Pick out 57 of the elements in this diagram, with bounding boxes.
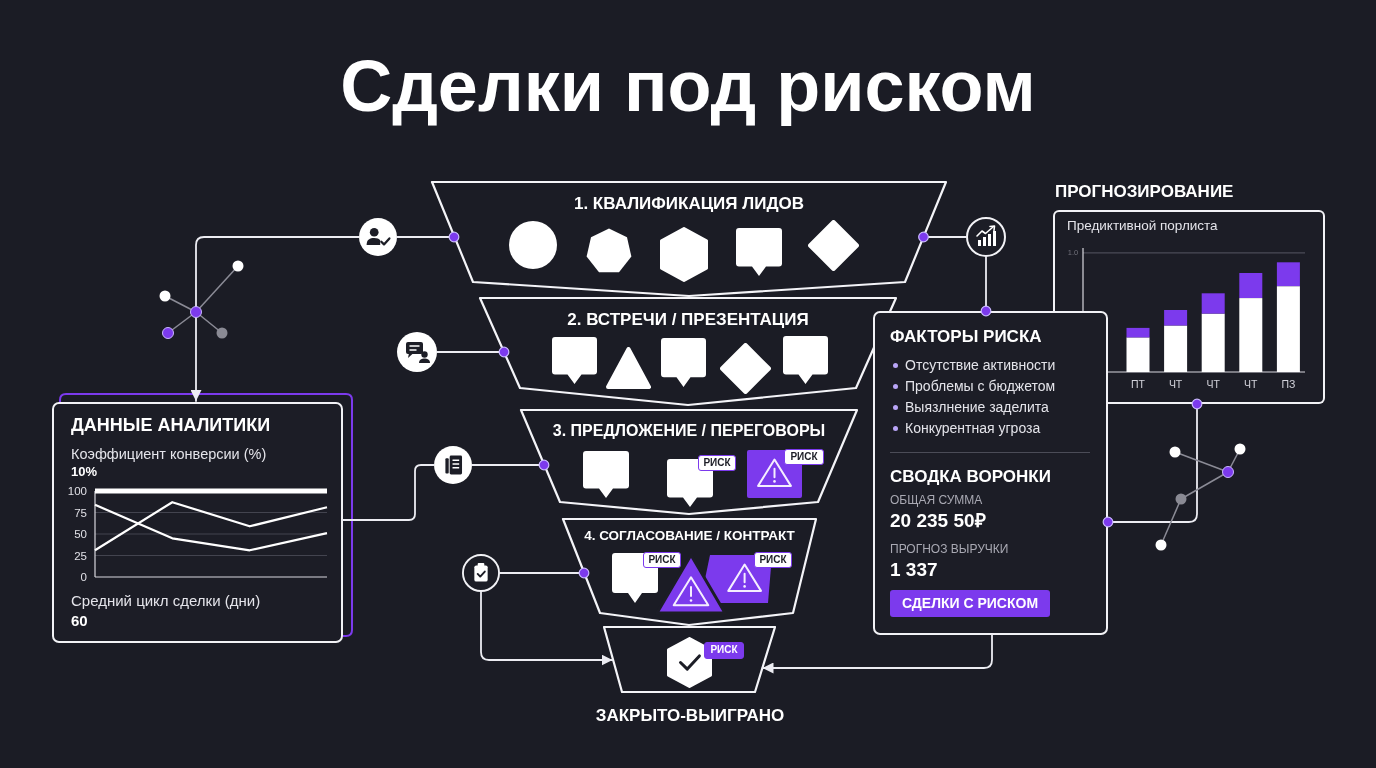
tick-label: 50 (74, 528, 87, 540)
axis-label: ЧТ (1206, 378, 1220, 390)
tick-label: 75 (74, 506, 87, 519)
risk-badge: РИСК (754, 552, 792, 568)
risk-badge: РИСК (698, 455, 736, 471)
arrow (190, 236, 360, 402)
panel-heading: ПРОГНОЗИРОВАНИЕ (1055, 182, 1234, 202)
metric-label: ПРОГНОЗ ВЫРУЧКИ (890, 543, 1009, 557)
stage-title: 2. ВСТРЕЧИ / ПРЕЗЕНТАЦИЯ (567, 310, 809, 331)
connector-line (471, 459, 550, 471)
connector-line (436, 346, 510, 358)
connector-line (396, 231, 460, 243)
tick-label: 100 (67, 485, 87, 497)
connector-line (980, 256, 992, 317)
metric-label: ОБЩАЯ СУММА (890, 494, 983, 508)
list-item: Отсутствие активности (890, 357, 1056, 374)
document-icon (434, 446, 472, 484)
risk-badge: РИСК (643, 552, 681, 568)
panel-heading: СВОДКА ВОРОНКИ (890, 467, 1051, 487)
funnel-stage (521, 410, 857, 514)
axis-label: ЧТ (1168, 378, 1183, 390)
metric-value: 10% (71, 465, 98, 480)
deals-at-risk-button: СДЕЛКИ С РИСКОМ (890, 590, 1050, 617)
info-panel (873, 311, 1108, 635)
arrow (480, 591, 614, 666)
connector-line (918, 231, 967, 243)
list-item: Проблемы с бюджетом (890, 378, 1056, 395)
list-item: Конкурентная угроза (890, 420, 1041, 437)
funnel-stage (432, 182, 946, 296)
funnel-stage (563, 519, 816, 625)
metric-value: 60 (71, 612, 88, 630)
user-check-icon (359, 218, 397, 256)
clipboard-check-icon (462, 554, 500, 592)
risk-badge: РИСК (784, 449, 824, 465)
stage-title: 1. КВАЛИФИКАЦИЯ ЛИДОВ (573, 194, 805, 215)
chat-person-icon (397, 332, 437, 372)
stage-title: ЗАКРЫТО-ВЫИГРАНО (595, 706, 785, 727)
metric-label: Коэффициент конверсии (%) (71, 446, 267, 463)
metric-value: 20 235 50₽ (890, 510, 986, 532)
stage-title: 3. ПРЕДЛОЖЕНИЕ / ПЕРЕГОВОРЫ (552, 421, 826, 441)
chart-title: Предиктивной порлиста (1067, 218, 1218, 234)
risk-badge: РИСК (704, 642, 744, 659)
tick-label: 25 (74, 549, 87, 562)
tick-label: 0 (80, 571, 87, 583)
list-item: Выязлнение заделита (890, 399, 1049, 416)
axis-label: ПЗ (1281, 378, 1296, 390)
connector-line (499, 567, 590, 579)
connector-line (1102, 398, 1203, 528)
stage-title: 4. СОГЛАСОВАНИЕ / КОНТРАКТ (584, 528, 795, 545)
arrow (761, 634, 993, 674)
growth-chart-icon (966, 217, 1006, 257)
axis-label: ПТ (1131, 378, 1145, 390)
metric-label: Средний цикл сделки (дни) (71, 592, 261, 610)
panel-heading: ФАКТОРЫ РИСКА (890, 327, 1042, 347)
metric-value: 1 337 (890, 559, 938, 581)
axis-label: ЧТ (1244, 378, 1258, 390)
panel-heading: ДАННЫЕ АНАЛИТИКИ (71, 415, 271, 436)
